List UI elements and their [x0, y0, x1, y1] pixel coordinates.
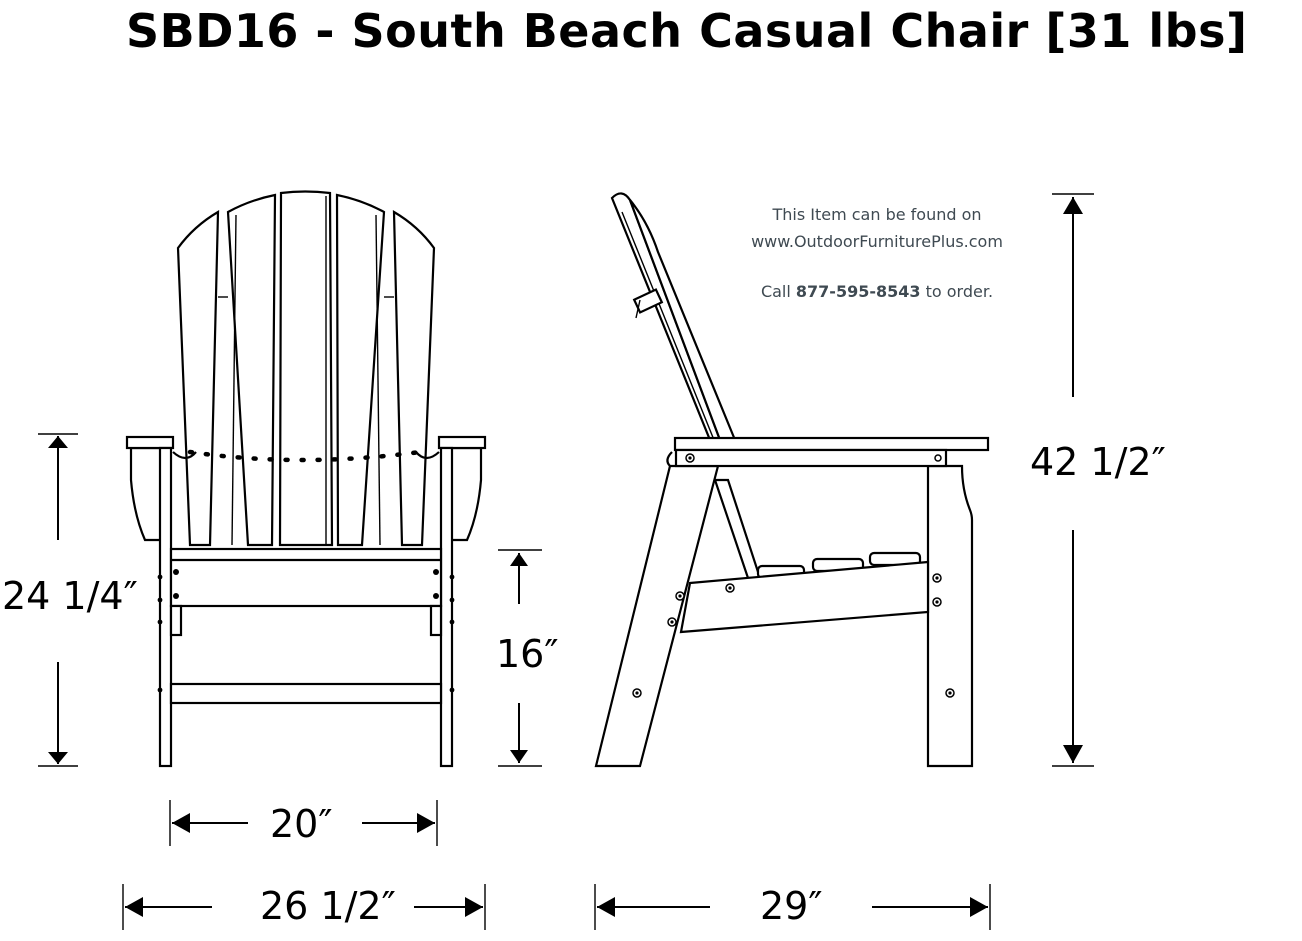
front-back-slats: [176, 190, 436, 547]
inner-width-label: 20″: [270, 802, 333, 846]
seat-height-label: 16″: [496, 632, 559, 676]
overall-height-label: 42 1/2″: [1030, 440, 1166, 484]
side-bolts: [632, 453, 955, 698]
watermark-order-line: Call 877-595-8543 to order.: [760, 282, 994, 301]
depth-label: 29″: [760, 884, 823, 928]
side-view: [594, 192, 990, 768]
page-title: SBD16 - South Beach Casual Chair [31 lbs…: [126, 4, 1248, 58]
watermark-phone: 877-595-8543: [795, 282, 921, 301]
front-view: [125, 190, 487, 768]
watermark-url: www.OutdoorFurniturePlus.com: [751, 232, 1003, 251]
arm-height-label: 24 1/4″: [2, 574, 138, 618]
watermark-line-1: This Item can be found on: [772, 205, 982, 224]
dimension-lines: [38, 193, 1094, 930]
overall-width-label: 26 1/2″: [260, 884, 396, 928]
